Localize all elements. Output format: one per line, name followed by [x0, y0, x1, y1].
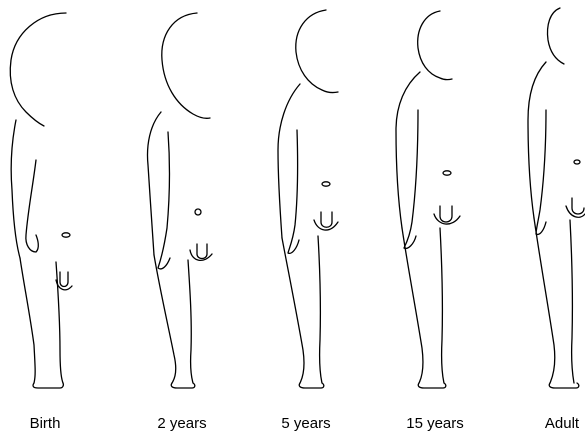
- 2y-back: [148, 112, 161, 255]
- label-2-years: 2 years: [157, 415, 206, 432]
- birth-navel: [62, 233, 70, 237]
- figure-adult: [528, 8, 585, 388]
- 5y-leg-back: [282, 238, 304, 383]
- adult-head: [548, 8, 565, 64]
- figure-birth: [10, 13, 72, 388]
- 5y-genitals: [321, 212, 332, 227]
- 2y-genitals: [197, 244, 207, 259]
- 2y-leg-front: [188, 260, 193, 383]
- 5y-arm: [288, 130, 299, 253]
- birth-foot: [33, 383, 63, 388]
- birth-crotch: [56, 280, 72, 290]
- 5y-crotch: [314, 220, 338, 230]
- 15y-genitals: [440, 206, 452, 222]
- 2y-foot: [171, 383, 195, 388]
- birth-head: [10, 13, 66, 126]
- adult-leg-front: [570, 220, 574, 383]
- birth-back: [11, 120, 20, 258]
- adult-back: [528, 62, 546, 218]
- figure-2-years: [148, 13, 212, 388]
- birth-genitals: [60, 272, 68, 287]
- figure-5-years: [278, 10, 338, 388]
- birth-leg-back: [20, 258, 35, 383]
- adult-arm: [536, 110, 546, 234]
- birth-arm: [26, 160, 38, 252]
- 2y-arm: [158, 132, 170, 269]
- 15y-foot: [418, 383, 446, 388]
- 2y-navel: [195, 209, 201, 215]
- 5y-head: [296, 10, 338, 93]
- 5y-foot: [299, 383, 324, 388]
- adult-genitals: [572, 198, 584, 214]
- label-birth: Birth: [30, 415, 61, 432]
- 5y-leg-front: [318, 236, 322, 383]
- 15y-navel: [443, 171, 451, 175]
- adult-foot: [549, 383, 579, 388]
- 2y-head: [162, 13, 210, 118]
- adult-leg-back: [534, 218, 555, 383]
- label-5-years: 5 years: [281, 415, 330, 432]
- label-adult: Adult: [545, 415, 579, 432]
- 15y-leg-back: [402, 228, 423, 383]
- 5y-back: [278, 84, 300, 238]
- 5y-navel: [322, 182, 330, 186]
- 15y-arm: [404, 110, 418, 248]
- 15y-head: [418, 11, 452, 80]
- label-15-years: 15 years: [406, 415, 464, 432]
- 15y-back: [396, 72, 420, 228]
- 15y-leg-front: [440, 228, 444, 383]
- 2y-leg-back: [154, 255, 176, 383]
- adult-navel: [574, 160, 580, 164]
- adult-crotch: [566, 206, 585, 217]
- figure-15-years: [396, 11, 460, 388]
